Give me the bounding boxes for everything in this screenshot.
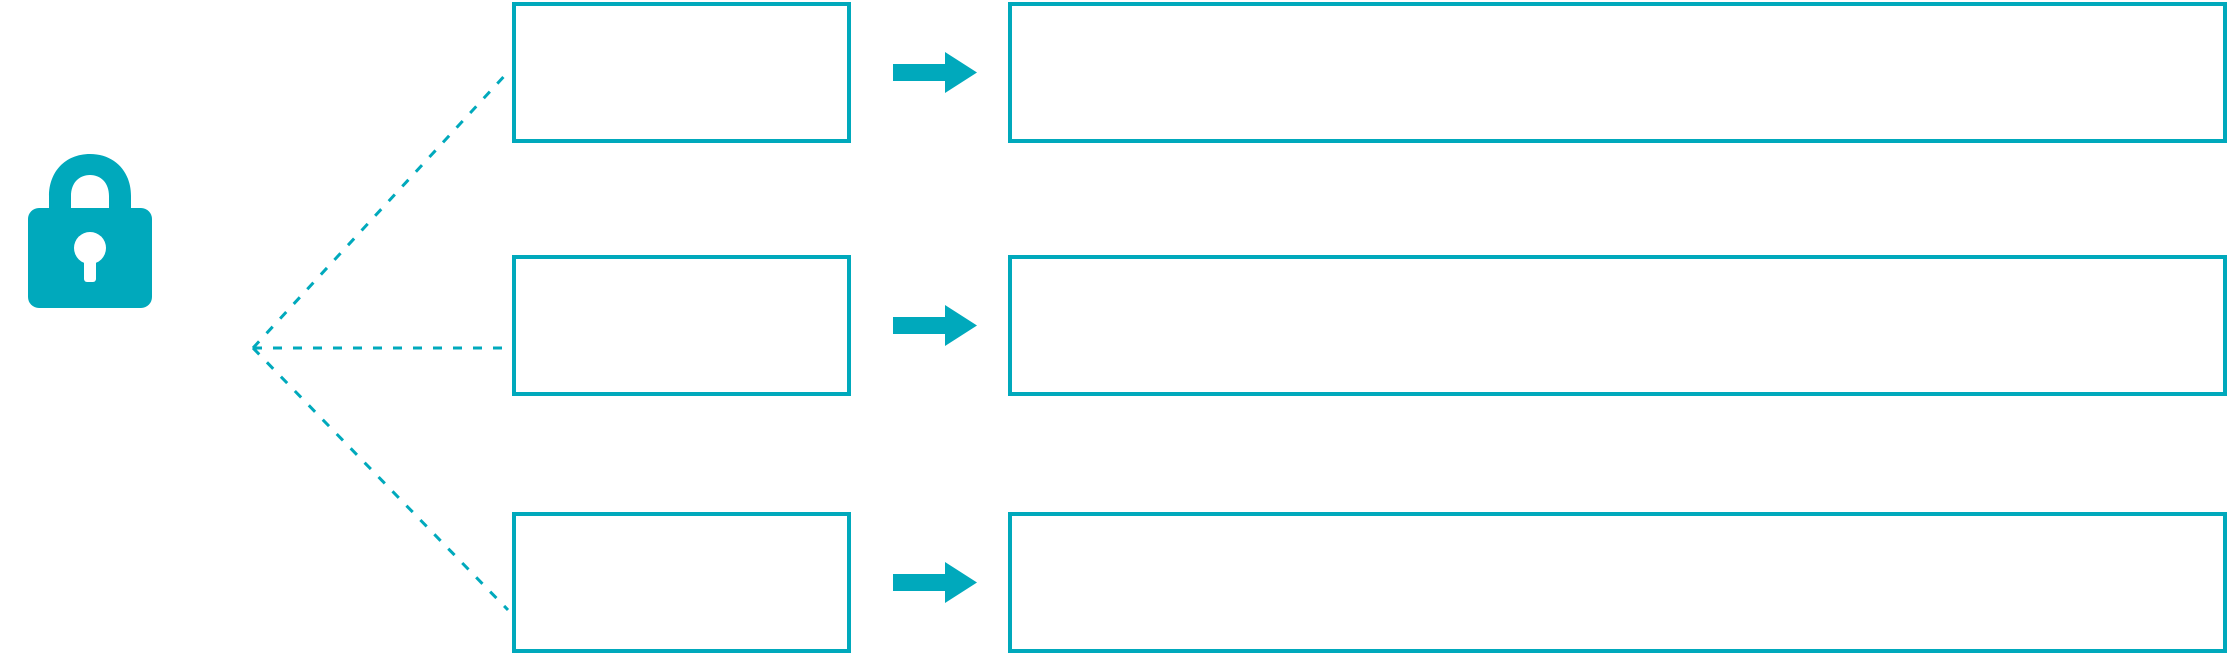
- row-3-small-box[interactable]: [512, 512, 851, 653]
- diagram-row: [0, 510, 2229, 655]
- row-3-arrow-icon: [893, 560, 977, 605]
- row-3-large-box[interactable]: [1008, 512, 2227, 653]
- row-1-arrow-icon: [893, 50, 977, 95]
- row-2-small-box[interactable]: [512, 255, 851, 396]
- row-2-large-box[interactable]: [1008, 255, 2227, 396]
- row-1-large-box[interactable]: [1008, 2, 2227, 143]
- diagram-row: [0, 0, 2229, 145]
- row-1-small-box[interactable]: [512, 2, 851, 143]
- row-2-arrow-icon: [893, 303, 977, 348]
- lock-icon: [24, 150, 156, 310]
- diagram-row: [0, 253, 2229, 398]
